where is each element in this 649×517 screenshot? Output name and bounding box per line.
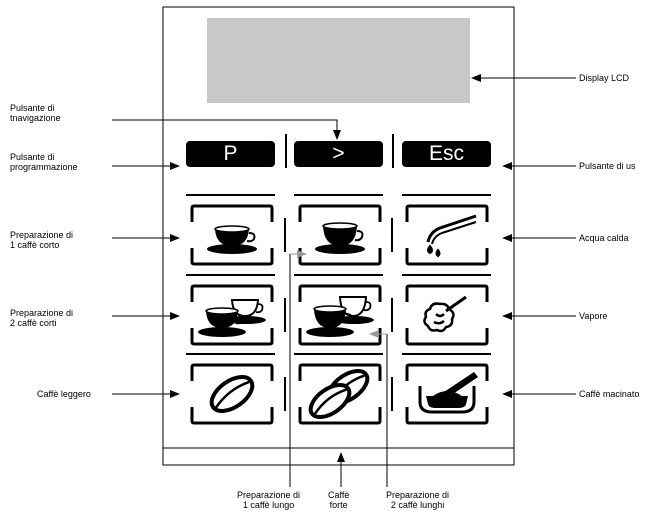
gray-arrows — [290, 250, 387, 338]
label-nav-button: Pulsante di tnavigazione — [10, 103, 61, 123]
label-display: Display LCD — [579, 73, 630, 83]
ground-coffee-icon[interactable] — [418, 372, 478, 414]
label-long2: Preparazione di 2 caffè lunghi — [386, 490, 450, 510]
icon-frames — [190, 204, 489, 425]
label-prog-button: Pulsante di programmazione — [10, 152, 78, 172]
label-short1: Preparazione di 1 caffè corto — [10, 230, 74, 250]
label-light: Caffè leggero — [37, 389, 91, 399]
program-button[interactable]: P — [186, 141, 275, 167]
leader-lines — [112, 74, 576, 487]
lcd-display — [207, 18, 470, 103]
hot-water-nozzle-icon[interactable] — [426, 214, 477, 258]
panel-outline — [162, 6, 515, 466]
label-hot-water: Acqua calda — [579, 233, 629, 243]
two-cups-icon[interactable] — [198, 299, 266, 337]
one-cup-icon[interactable] — [207, 225, 257, 254]
column-separators — [284, 218, 393, 411]
label-steam: Vapore — [579, 311, 608, 321]
two-beans-icon[interactable] — [305, 365, 373, 424]
arrow-nav — [112, 119, 341, 140]
steam-icon[interactable] — [423, 295, 467, 333]
label-strong: Caffè forte — [328, 490, 350, 510]
two-cups-long-icon[interactable] — [306, 296, 374, 337]
label-ground: Caffè macinato — [579, 389, 640, 399]
label-short2: Preparazione di 2 caffè corti — [10, 308, 74, 328]
navigation-button[interactable]: > — [294, 141, 383, 167]
row-separators — [186, 194, 491, 355]
one-cup-long-icon[interactable] — [315, 222, 365, 254]
esc-button[interactable]: Esc — [402, 141, 491, 167]
coffee-bean-icon[interactable] — [206, 370, 259, 418]
label-exit-button: Pulsante di us — [579, 161, 636, 171]
label-long1: Preparazione di 1 caffè lungo — [237, 490, 301, 510]
